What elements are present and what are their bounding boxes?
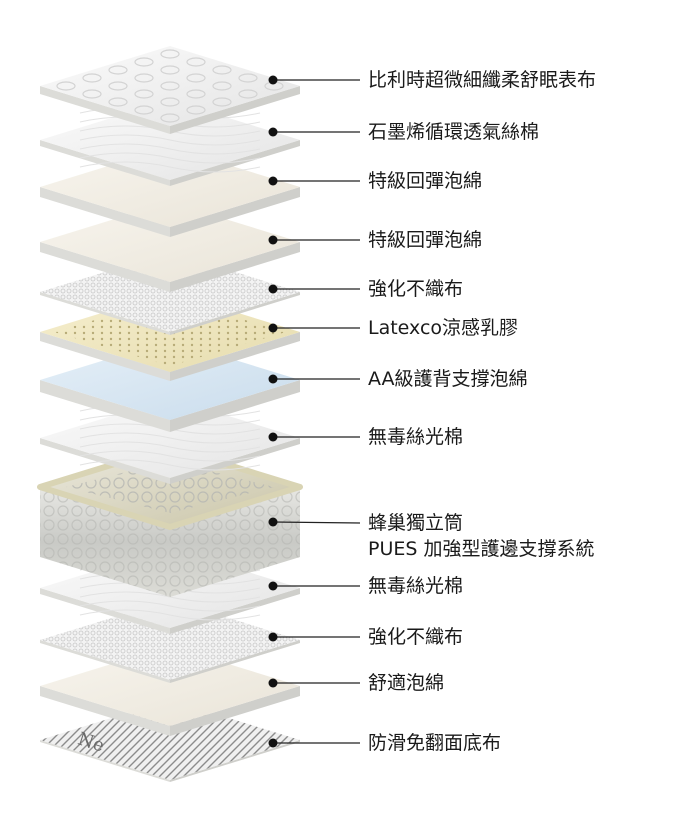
layer-label-text-line2: PUES 加強型護邊支撐系統 <box>368 538 595 560</box>
leader-dot <box>268 75 278 85</box>
layer-label-text: 蜂巢獨立筒 <box>368 512 464 534</box>
leader-dot <box>268 678 278 688</box>
layer-label: 強化不織布 <box>368 276 463 302</box>
leader-dot <box>268 632 278 642</box>
layer-label-text: 強化不織布 <box>368 278 464 300</box>
leader-dot <box>268 738 278 748</box>
layer-label-text: AA級護背支撐泡綿 <box>368 368 528 390</box>
leader-dot <box>268 432 278 442</box>
layer-label: 比利時超微細纖柔舒眠表布 <box>368 67 596 93</box>
foam-layer <box>40 147 300 237</box>
layer-label: 石墨烯循環透氣絲棉 <box>368 119 539 145</box>
fiber-cotton-layer <box>40 100 300 186</box>
layer-label: Latexco涼感乳膠 <box>368 315 518 341</box>
layer-label: AA級護背支撐泡綿 <box>368 366 528 392</box>
layer-label: 防滑免翻面底布 <box>368 730 501 756</box>
layer-label: 無毒絲光棉 <box>368 573 463 599</box>
layer-label: 蜂巢獨立筒 PUES 加強型護邊支撐系統 <box>368 510 594 562</box>
layer-label-text: 舒適泡綿 <box>368 672 445 694</box>
leader-dot <box>268 581 278 591</box>
quilted-fabric-layer <box>40 46 300 134</box>
foam-layer <box>40 646 300 736</box>
leader-dot <box>268 284 278 294</box>
layer-label-text: 防滑免翻面底布 <box>368 732 502 754</box>
leader-line <box>272 521 361 524</box>
layer-label: 特級回彈泡綿 <box>368 168 482 194</box>
leader-dot <box>268 176 278 186</box>
grip-base-fabric-layer: Ne <box>40 700 300 782</box>
layer-label-text: 比利時超微細纖柔舒眠表布 <box>368 69 597 91</box>
layer-label-text: 特級回彈泡綿 <box>368 229 483 251</box>
layer-label-text: 無毒絲光棉 <box>368 575 464 597</box>
layer-label-text: Latexco涼感乳膠 <box>368 317 519 339</box>
layer-label-text: 石墨烯循環透氣絲棉 <box>368 121 540 143</box>
pocket-spring-block <box>37 444 303 597</box>
leader-dot <box>268 235 278 245</box>
layer-label: 舒適泡綿 <box>368 670 444 696</box>
leader-dot <box>268 517 278 527</box>
layer-label: 強化不織布 <box>368 624 463 650</box>
layer-label: 無毒絲光棉 <box>368 424 463 450</box>
layer-label-text: 無毒絲光棉 <box>368 426 464 448</box>
leader-dot <box>268 374 278 384</box>
leader-dot <box>268 323 278 333</box>
foam-layer <box>40 202 300 292</box>
layer-label-text: 特級回彈泡綿 <box>368 170 483 192</box>
layer-label: 特級回彈泡綿 <box>368 227 482 253</box>
layer-label-text: 強化不織布 <box>368 626 464 648</box>
nonwoven-fabric-layer <box>40 600 300 683</box>
leader-dot <box>268 127 278 137</box>
